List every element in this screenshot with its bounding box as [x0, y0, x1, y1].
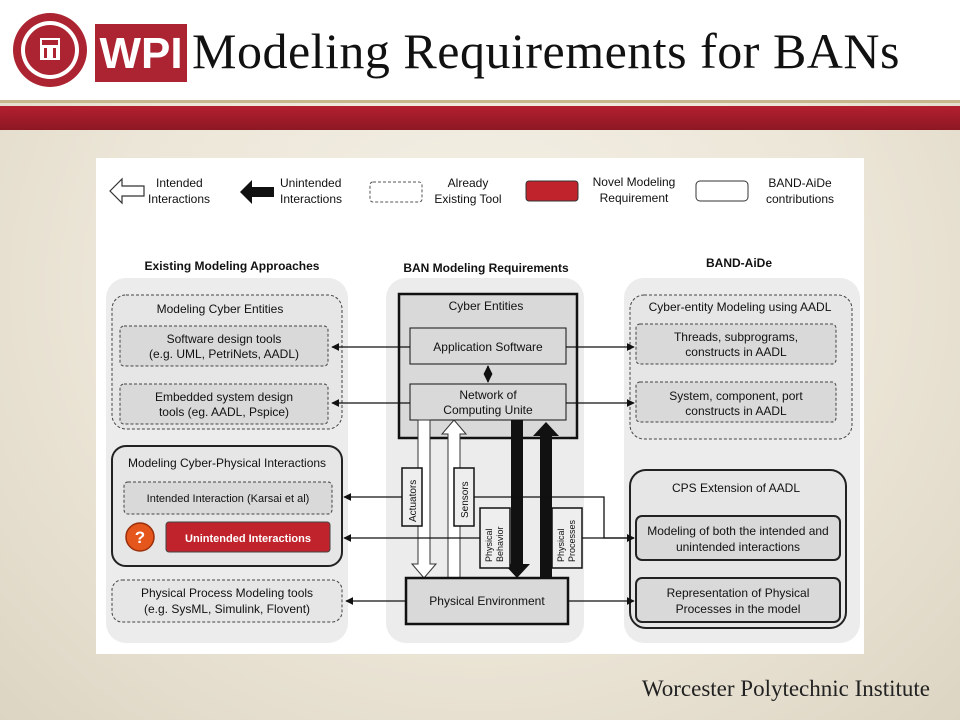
intended-interaction-label: Intended Interaction (Karsai et al): [147, 493, 310, 505]
legend-contrib-1: BAND-AiDe: [768, 176, 832, 190]
legend-intended-1: Intended: [156, 176, 203, 190]
legend-contrib-swatch: [695, 180, 749, 202]
diagram: Intended Interactions Unintended Interac…: [96, 158, 864, 654]
legend-unintended-1: Unintended: [280, 176, 341, 190]
software-tools-line1: Software design tools: [167, 332, 282, 346]
column-heading-center: BAN Modeling Requirements: [403, 261, 569, 275]
physical-processes-line1: Physical: [556, 528, 566, 562]
representation-line2: Processes in the model: [676, 602, 801, 616]
right-cyber-group-label: Cyber-entity Modeling using AADL: [649, 300, 832, 314]
physical-tools-line1: Physical Process Modeling tools: [141, 586, 313, 600]
intended-arrow-icon: [109, 177, 145, 205]
software-tools-line2: (e.g. UML, PetriNets, AADL): [149, 347, 299, 361]
network-box: [409, 383, 567, 421]
legend-intended-2: Interactions: [148, 192, 210, 206]
embedded-tools-box: [119, 383, 329, 425]
wpi-wordmark: WPI: [99, 29, 182, 78]
system-line2: constructs in AADL: [685, 404, 787, 418]
header-band: [0, 106, 960, 130]
behavior-down-arrow: [504, 420, 530, 578]
right-cps-group-label: CPS Extension of AADL: [672, 481, 800, 495]
column-heading-left: Existing Modeling Approaches: [145, 259, 320, 273]
modeling-both-box: [635, 515, 841, 561]
unintended-interactions-box: [165, 521, 331, 553]
threads-line1: Threads, subprograms,: [674, 330, 798, 344]
actuators-label: Actuators: [408, 480, 419, 522]
legend-existing-2: Existing Tool: [434, 192, 501, 206]
physical-behavior-line1: Physical: [484, 528, 494, 562]
legend-existing-swatch: [369, 181, 423, 203]
embedded-tools-line1: Embedded system design: [155, 390, 293, 404]
wpi-logo: WPI: [10, 10, 190, 90]
wpi-seal-icon: WPI: [13, 13, 187, 87]
physical-tools-box: [111, 579, 343, 623]
modeling-both-line1: Modeling of both the intended and: [647, 524, 828, 538]
embedded-tools-line2: tools (eg. AADL, Pspice): [159, 405, 289, 419]
app-software-box: [409, 327, 567, 365]
slide-title: Modeling Requirements for BANs: [192, 23, 900, 79]
unintended-arrow-icon: [240, 180, 274, 204]
cyber-entities-label: Cyber Entities: [449, 299, 524, 313]
threads-line2: constructs in AADL: [685, 345, 787, 359]
physical-behavior-line2: Behavior: [495, 526, 505, 562]
question-icon: [125, 522, 155, 552]
physical-behavior-box: [479, 507, 511, 569]
representation-box: [635, 577, 841, 623]
physical-tools-line2: (e.g. SysML, Simulink, Flovent): [144, 602, 310, 616]
column-heading-right: BAND-AiDe: [706, 256, 772, 270]
app-software-label: Application Software: [433, 340, 543, 354]
header-rule: [0, 100, 960, 103]
system-line1: System, component, port: [669, 389, 803, 403]
intended-interaction-box: [123, 481, 333, 515]
left-cyber-group-label: Modeling Cyber Entities: [157, 302, 284, 316]
connectors: [331, 343, 635, 605]
question-icon-glyph: ?: [135, 528, 145, 547]
legend-contrib-2: contributions: [766, 192, 834, 206]
modeling-both-line2: unintended interactions: [676, 540, 800, 554]
network-line1: Network of: [459, 388, 517, 402]
legend: Intended Interactions Unintended Interac…: [109, 175, 834, 206]
threads-box: [635, 323, 837, 365]
legend-existing-1: Already: [448, 176, 489, 190]
sensors-label: Sensors: [460, 481, 471, 518]
slide-header: WPI Modeling Requirements for BANs: [0, 0, 960, 100]
footer-institution: Worcester Polytechnic Institute: [641, 676, 930, 701]
physical-processes-line2: Processes: [567, 519, 577, 562]
network-line2: Computing Unite: [443, 403, 533, 417]
processes-up-arrow: [533, 422, 559, 578]
unintended-interactions-label: Unintended Interactions: [185, 533, 311, 545]
system-box: [635, 381, 837, 423]
legend-novel-2: Requirement: [600, 191, 669, 205]
software-tools-box: [119, 325, 329, 367]
representation-line1: Representation of Physical: [667, 586, 810, 600]
physical-environment-label: Physical Environment: [429, 594, 545, 608]
left-cps-group-label: Modeling Cyber-Physical Interactions: [128, 456, 326, 470]
legend-novel-swatch: [525, 180, 579, 202]
legend-novel-1: Novel Modeling: [593, 175, 676, 189]
legend-unintended-2: Interactions: [280, 192, 342, 206]
diagram-canvas: Intended Interactions Unintended Interac…: [106, 175, 860, 643]
